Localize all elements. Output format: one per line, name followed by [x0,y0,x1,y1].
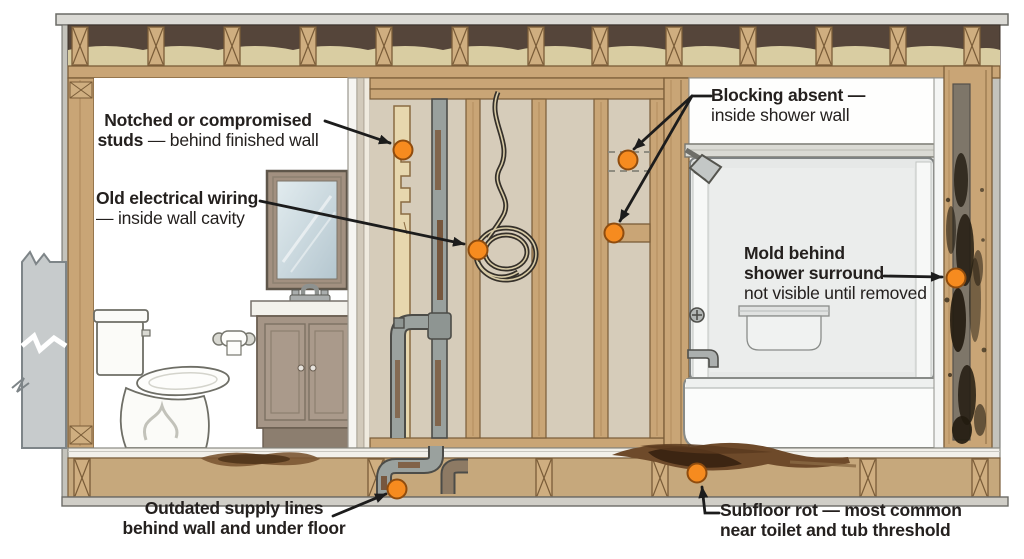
under-floor-supply-pipes [376,446,468,494]
stud [465,98,481,439]
marker-supply-lines [386,478,408,500]
shower-section [663,77,945,449]
callout-notched-studs: Notched or compromised studs — behind fi… [86,110,330,150]
callout-line: shower surround [744,263,884,283]
wall-top-plate [67,65,1001,79]
problem-markers [386,139,967,500]
right-sheathing [991,24,1001,507]
leader-old-wiring [258,199,466,247]
callout-line: studs — behind finished wall [97,130,319,150]
vanity [250,283,360,449]
flush-lever-icon [141,329,151,337]
knob-icon [297,364,305,372]
tub-spout-icon [687,349,719,368]
break-symbol [11,377,30,393]
mold-growth [944,153,987,444]
leader-supply-lines [331,492,388,518]
callout-line: Subfloor rot — most common [720,500,962,520]
bottom-rim [61,496,1009,507]
shower-upper-wall [688,77,937,145]
marker-mold [945,267,967,289]
mirror [265,169,349,291]
shower-surround [689,157,935,381]
subfloor-rot-stain [612,442,857,471]
callout-line: not visible until removed [744,283,927,303]
water-stain-toilet [200,452,320,467]
callout-blocking-absent: Blocking absent — inside shower wall [711,85,865,125]
soap-niche [738,305,830,351]
right-framing [943,65,993,449]
top-plate-cap [55,13,1009,26]
leader-notched-studs [323,119,392,145]
stud [593,98,609,439]
marker-blocking-upper [617,149,639,171]
toilet [93,309,230,449]
callout-line: inside shower wall [711,105,850,125]
stud [649,98,665,439]
adjoining-wall-cutaway [11,250,68,449]
toilet-paper-holder [212,330,256,356]
bathtub [683,377,937,449]
callout-mold-shower: Mold behind shower surround not visible … [744,243,927,303]
shower-head-icon [684,147,723,185]
leader-lines [258,94,944,518]
callout-line: — inside wall cavity [96,208,245,228]
leader-mold [882,271,944,282]
callout-line: Old electrical wiring [96,188,259,208]
stud [531,98,547,439]
callout-line: behind wall and under floor [122,518,346,538]
leader-blocking-upper [632,94,694,151]
callout-subfloor-rot: Subfloor rot — most common near toilet a… [720,500,962,540]
leader-blocking-lower [618,94,694,223]
sole-plate [369,437,665,449]
leader-subfloor-rot [698,485,721,515]
marker-subfloor-rot [686,462,708,484]
vanity-toe-kick [262,427,352,449]
callout-line: Notched or compromised [104,110,312,130]
marker-blocking-lower [603,222,625,244]
callout-old-wiring: Old electrical wiring — inside wall cavi… [96,188,258,228]
callout-line: Mold behind [744,243,845,263]
vanity-supply-elbow-pipe [390,314,428,438]
knob-icon [309,364,317,372]
floor-assembly [61,442,1009,507]
missing-blocking-dashes [608,151,650,172]
surround-right-flange [933,77,945,449]
callout-line: Outdated supply lines [144,498,324,518]
callout-line: near toilet and tub threshold [720,520,951,540]
supply-pipe-riser [427,98,452,439]
wall-framing [369,77,665,449]
vanity-countertop [250,300,360,317]
ceiling-joists [67,24,1001,79]
marker-old-wiring [467,239,489,261]
callout-line: Blocking absent — [711,85,866,105]
callout-supply-lines: Outdated supply lines behind wall and un… [116,498,352,538]
tub-handle-icon [689,307,705,323]
marker-notched-studs [392,139,414,161]
